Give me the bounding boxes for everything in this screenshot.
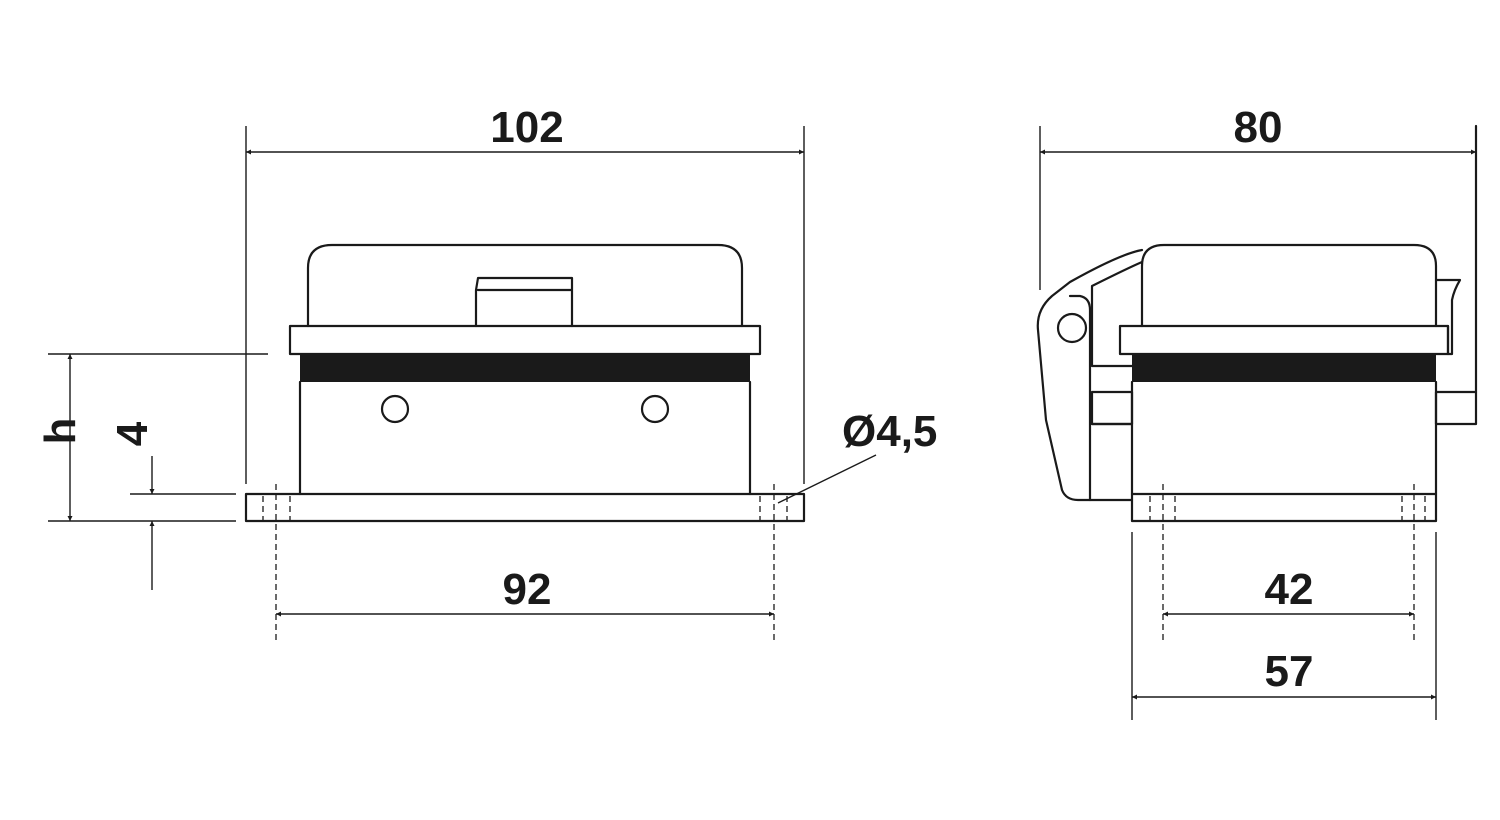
dim-side-hole-spacing: 42 bbox=[1163, 565, 1414, 617]
side-hidden-hole-right bbox=[1401, 496, 1426, 520]
side-locking-lever bbox=[1036, 248, 1144, 502]
front-screw-left bbox=[380, 394, 410, 424]
front-view bbox=[244, 243, 806, 640]
dim-height: h bbox=[36, 353, 268, 522]
side-lever-bracket bbox=[1068, 294, 1092, 502]
side-lever-pivot bbox=[1056, 312, 1088, 344]
front-screw-right bbox=[640, 394, 670, 424]
dim-front-width-label: 102 bbox=[490, 103, 563, 152]
side-base-flange bbox=[1130, 492, 1438, 523]
dim-side-width: 80 bbox=[1039, 103, 1476, 290]
dim-side-base-width-label: 57 bbox=[1265, 647, 1314, 696]
dim-side-base-width: 57 bbox=[1131, 532, 1437, 720]
side-seal-band bbox=[1132, 354, 1436, 382]
side-body bbox=[1130, 380, 1438, 496]
front-seal-band bbox=[300, 354, 750, 382]
side-view bbox=[1036, 124, 1478, 640]
side-right-pin bbox=[1434, 390, 1478, 426]
dim-height-label: h bbox=[36, 418, 85, 445]
dim-front-width: 102 bbox=[245, 103, 805, 484]
side-lever-pin bbox=[1090, 390, 1134, 426]
side-collar bbox=[1118, 324, 1450, 356]
side-clip bbox=[1434, 278, 1462, 356]
front-collar bbox=[288, 324, 762, 356]
dim-hole-diameter: Ø4,5 bbox=[777, 407, 937, 504]
dim-flange-thickness-label: 4 bbox=[108, 421, 157, 446]
side-hidden-hole-left bbox=[1149, 496, 1176, 520]
dim-front-hole-spacing-label: 92 bbox=[503, 565, 552, 614]
dim-side-width-label: 80 bbox=[1234, 103, 1283, 152]
side-hood bbox=[1140, 243, 1438, 328]
dim-hole-diameter-label: Ø4,5 bbox=[842, 407, 937, 456]
front-hidden-hole-left bbox=[262, 496, 291, 520]
dim-front-hole-spacing: 92 bbox=[276, 565, 774, 617]
front-hood-latch bbox=[474, 276, 574, 328]
front-base-flange bbox=[244, 492, 806, 523]
front-body bbox=[298, 380, 752, 496]
dim-side-hole-spacing-label: 42 bbox=[1265, 565, 1314, 614]
front-hood bbox=[306, 243, 744, 328]
front-hidden-hole-right bbox=[759, 496, 788, 520]
side-lever-inner bbox=[1090, 260, 1144, 368]
dim-flange-thickness: 4 bbox=[108, 421, 236, 590]
